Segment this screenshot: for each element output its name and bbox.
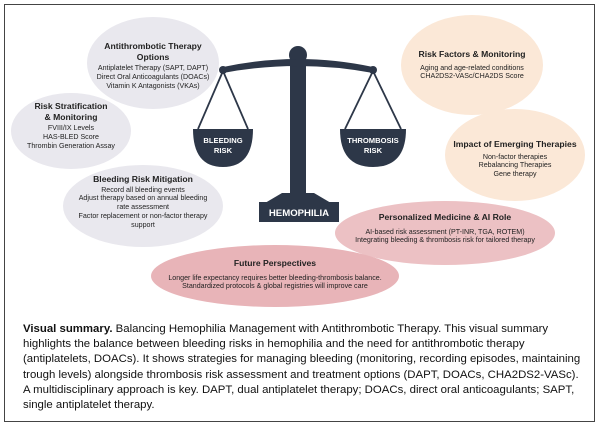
left-pan-label: BLEEDING (203, 136, 242, 145)
bubble-heading: Risk Stratification (34, 101, 108, 111)
bubble-heading: Personalized Medicine & AI Role (378, 212, 512, 222)
bubble-line: Standardized protocols & global registri… (182, 282, 368, 291)
right-pan-label: RISK (364, 146, 383, 155)
bubble-personalized-medicine: Personalized Medicine & AI Role AI-based… (335, 201, 555, 265)
bubble-line: Gene therapy (493, 170, 537, 179)
scale-beam (223, 59, 373, 73)
bubble-bleeding-risk-mitigation: Bleeding Risk Mitigation Record all blee… (63, 165, 223, 247)
left-pan (193, 129, 253, 167)
right-string (344, 70, 374, 130)
figure-frame: Antithrombotic Therapy Options Antiplate… (4, 4, 595, 422)
bubble-emerging-therapies: Impact of Emerging Therapies Non-factor … (445, 109, 585, 201)
bubble-line: Non-factor therapies (482, 152, 548, 161)
bubble-line: Vitamin K Antagonists (VKAs) (106, 81, 200, 90)
right-string (372, 70, 402, 130)
bubble-line: FVIII/IX Levels (47, 124, 95, 132)
scale-pillar (290, 57, 306, 199)
bubble-risk-stratification: Risk Stratification & Monitoring FVIII/I… (11, 93, 131, 169)
bubble-heading: Bleeding Risk Mitigation (93, 174, 193, 184)
right-pan (340, 129, 406, 167)
balance-scale: BLEEDING RISK THROMBOSIS RISK HEMOPHILIA (193, 46, 406, 222)
bubble-line: Longer life expectancy requires better b… (168, 273, 382, 282)
bubble-heading: Options (136, 51, 170, 62)
bubble-risk-factors: Risk Factors & Monitoring Aging and age-… (401, 15, 543, 115)
beam-end-right (369, 66, 377, 74)
bubble-line: CHA2DS2-VASc/CHA2DS Score (420, 72, 524, 81)
left-string (197, 70, 224, 130)
bubble-future-perspectives: Future Perspectives Longer life expectan… (151, 245, 399, 307)
scale-base-neck (265, 193, 331, 203)
bubble-line: rate assessment (116, 203, 170, 212)
scale-base (259, 202, 339, 222)
bubble-line: Rebalancing Therapies (478, 161, 552, 170)
scale-title: HEMOPHILIA (269, 208, 329, 219)
bubble-heading: Risk Factors & Monitoring (418, 49, 526, 59)
bubble-line: support (131, 221, 155, 230)
bubble-line: Record all bleeding events (101, 185, 185, 194)
bubble-line: Integrating bleeding & thrombosis risk f… (355, 236, 535, 245)
bubble-heading: Future Perspectives (233, 258, 317, 268)
bubble-heading: Antithrombotic Therapy (104, 41, 202, 51)
left-pan-label: RISK (214, 146, 233, 155)
caption-lead: Visual summary. (23, 323, 113, 335)
bubble-heading: Impact of Emerging Therapies (453, 139, 577, 149)
bubble-line: HAS-BLED Score (43, 132, 99, 141)
bubble-line: AI-based risk assessment (PT-INR, TGA, R… (365, 227, 525, 236)
bubble-antithrombotic-options: Antithrombotic Therapy Options Antiplate… (87, 17, 219, 109)
right-pan-label: THROMBOSIS (347, 136, 398, 145)
bubble-line: Factor replacement or non-factor therapy (78, 212, 208, 221)
bubble-heading: & Monitoring (44, 111, 98, 122)
bubble-line: Aging and age-related conditions (420, 63, 524, 72)
bubble-line: Antiplatelet Therapy (SAPT, DAPT) (97, 64, 209, 72)
figure-caption: Visual summary. Balancing Hemophilia Man… (23, 322, 583, 413)
bubble-line: Adjust therapy based on annual bleeding (78, 194, 208, 203)
bubble-line: Thrombin Generation Assay (27, 141, 115, 150)
beam-end-left (219, 66, 227, 74)
bubble-line: Direct Oral Anticoagulants (DOACs) (96, 72, 210, 81)
left-string (222, 70, 249, 130)
caption-text: Balancing Hemophilia Management with Ant… (23, 323, 581, 412)
